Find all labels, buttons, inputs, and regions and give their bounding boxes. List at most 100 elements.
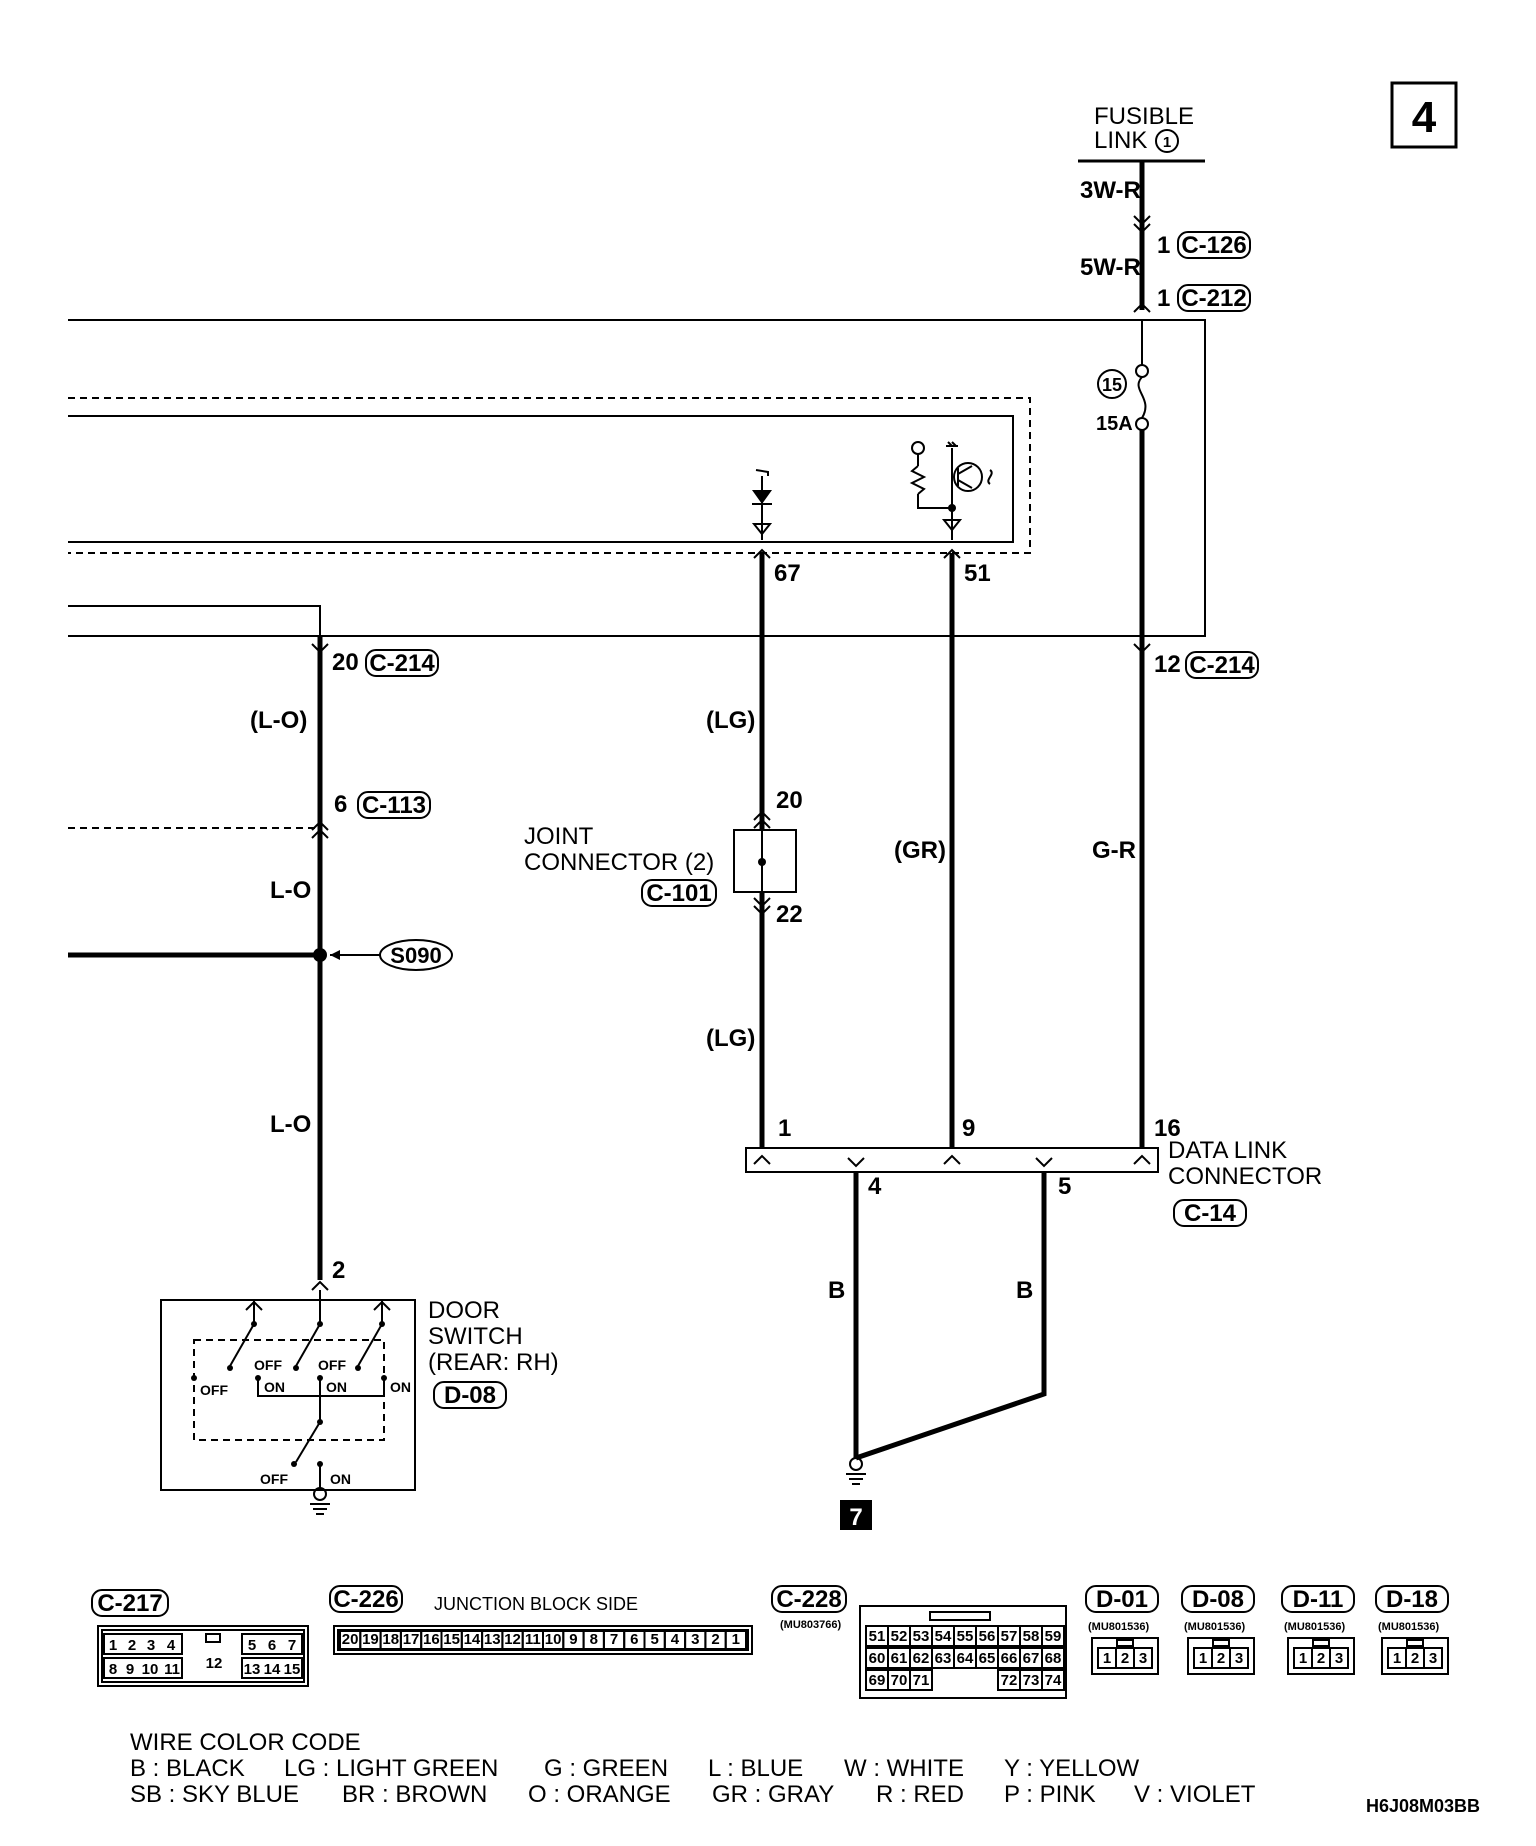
c217-pin-13: 13 <box>244 1661 261 1678</box>
c228-pin-64: 64 <box>957 1650 974 1667</box>
c226-pin-5: 5 <box>650 1631 658 1648</box>
c214-right-id: C-214 <box>1189 652 1255 679</box>
c226-pin-16: 16 <box>423 1631 440 1648</box>
c228-id: C-228 <box>776 1586 841 1613</box>
ds-off-label-2: OFF <box>254 1357 282 1373</box>
ds-lower-blade <box>295 1421 321 1463</box>
d08-id: D-08 <box>444 1382 496 1409</box>
d18-id: D-18 <box>1386 1586 1438 1613</box>
c214-right-pin: 12 <box>1154 651 1181 678</box>
c226-pin-3: 3 <box>691 1631 699 1648</box>
d01-part: (MU801536) <box>1088 1621 1149 1633</box>
c228-pin-55: 55 <box>957 1628 974 1645</box>
d18-pin-2: 2 <box>1411 1650 1419 1667</box>
fuse-element <box>1137 376 1147 419</box>
data-link-connector-box <box>745 1147 1159 1173</box>
wire-color-code-row2: SB : SKY BLUE BR : BROWN O : ORANGE GR :… <box>130 1781 1256 1808</box>
dlc-pin5-mark <box>1035 1157 1053 1168</box>
c214-left-pin: 20 <box>332 649 359 676</box>
joint-inner-node <box>758 858 766 866</box>
d11-id: D-11 <box>1293 1586 1344 1613</box>
fuse-rating: 15A <box>1096 413 1133 435</box>
c217-pin-1: 1 <box>109 1637 117 1654</box>
wire-label-b-1: B <box>828 1277 845 1304</box>
c217-pin-9: 9 <box>126 1661 134 1678</box>
d01-id: D-01 <box>1096 1586 1148 1613</box>
c228-pin-52: 52 <box>891 1628 908 1645</box>
c228-pin-69: 69 <box>869 1672 886 1689</box>
ecu-diode-ground-icon <box>751 523 773 536</box>
joint-top-arrow <box>753 810 771 829</box>
c217-pin-3: 3 <box>147 1637 155 1654</box>
c226-pin-13: 13 <box>484 1631 501 1648</box>
c126-tag-box <box>1177 231 1251 259</box>
fusible-link-label-2: LINK <box>1094 127 1147 154</box>
ds-pivot-3 <box>355 1365 361 1371</box>
ecu-resistor-lead-bottom <box>917 494 952 509</box>
d18-face <box>1381 1637 1449 1675</box>
ds-off-label-lower: OFF <box>260 1471 288 1487</box>
connector-mark-c212 <box>1133 302 1151 313</box>
ds-on-label-3: ON <box>390 1379 411 1395</box>
c228-pin-66: 66 <box>1001 1650 1018 1667</box>
c226-pin-7: 7 <box>610 1631 618 1648</box>
dlc-pin4-mark <box>847 1157 865 1168</box>
d11-pin-2: 2 <box>1317 1650 1325 1667</box>
wire-label-lo-paren: (L-O) <box>250 707 307 734</box>
c228-pin-74-cell <box>1041 1669 1065 1691</box>
wire-label-lg-1: (LG) <box>706 707 755 734</box>
fuse-number-circle <box>1097 369 1127 399</box>
ds-lower-off <box>291 1461 297 1467</box>
figure-code: H6J08M03BB <box>1366 1796 1480 1816</box>
d08-latch <box>1212 1639 1230 1647</box>
c217-row1a-frame <box>103 1633 183 1655</box>
c228-pin-54: 54 <box>935 1628 952 1645</box>
c217-face <box>97 1625 309 1687</box>
c228-pin-53: 53 <box>913 1628 930 1645</box>
ecu-inner-box <box>68 415 1014 543</box>
c126-pin: 1 <box>1157 232 1170 259</box>
pin67-arrow <box>753 548 771 559</box>
c217-pin-4: 4 <box>167 1637 176 1654</box>
ecu-transistor-base <box>987 469 993 485</box>
wire-label-lg-2: (LG) <box>706 1025 755 1052</box>
c226-pin-6: 6 <box>630 1631 638 1648</box>
c113-tag-box <box>357 791 431 819</box>
c228-pin-71: 71 <box>913 1672 930 1689</box>
c214-left-tag-box <box>365 649 439 677</box>
c217-row2a-frame <box>103 1657 183 1679</box>
door-switch-label-2: SWITCH <box>428 1323 523 1350</box>
d01-pin-1: 1 <box>1103 1650 1111 1667</box>
c226-pin-19: 19 <box>362 1631 379 1648</box>
ecu-pin-67: 67 <box>774 560 801 587</box>
c212-id: C-212 <box>1181 285 1246 312</box>
c14-tag-box <box>1173 1199 1247 1227</box>
c228-pin-68: 68 <box>1045 1650 1062 1667</box>
c214-right-tag-box <box>1185 651 1259 679</box>
c217-row1b: 5 6 7 <box>241 1633 303 1655</box>
d08-face <box>1187 1637 1255 1675</box>
c226-pin-2: 2 <box>711 1631 719 1648</box>
c228-pin-63: 63 <box>935 1650 952 1667</box>
door-switch-label-3: (REAR: RH) <box>428 1349 559 1376</box>
wcc-w: W : WHITE <box>844 1755 964 1782</box>
c217-tag-box <box>91 1589 169 1617</box>
wcc-v: V : VIOLET <box>1134 1781 1256 1808</box>
wcc-sb: SB : SKY BLUE <box>130 1781 299 1808</box>
c226-face <box>333 1625 753 1655</box>
ds-arrow-3 <box>373 1300 391 1311</box>
wcc-o: O : ORANGE <box>528 1781 671 1808</box>
splice-tag-ellipse <box>379 939 453 971</box>
c217-pin-12: 12 <box>206 1655 223 1672</box>
wire-label-gr: (GR) <box>894 837 946 864</box>
c217-row1b-frame <box>241 1633 303 1655</box>
ds-blade-1 <box>229 1323 255 1367</box>
c226-pin-18: 18 <box>382 1631 399 1648</box>
wire-color-code-row1: B : BLACK LG : LIGHT GREEN G : GREEN L :… <box>130 1755 1140 1782</box>
wire-label-gr-main: G-R <box>1092 837 1136 864</box>
d11-tag-box <box>1281 1585 1355 1613</box>
wcc-p: P : PINK <box>1004 1781 1096 1808</box>
c228-pin-60: 60 <box>869 1650 886 1667</box>
c226-tag-box <box>329 1585 403 1613</box>
